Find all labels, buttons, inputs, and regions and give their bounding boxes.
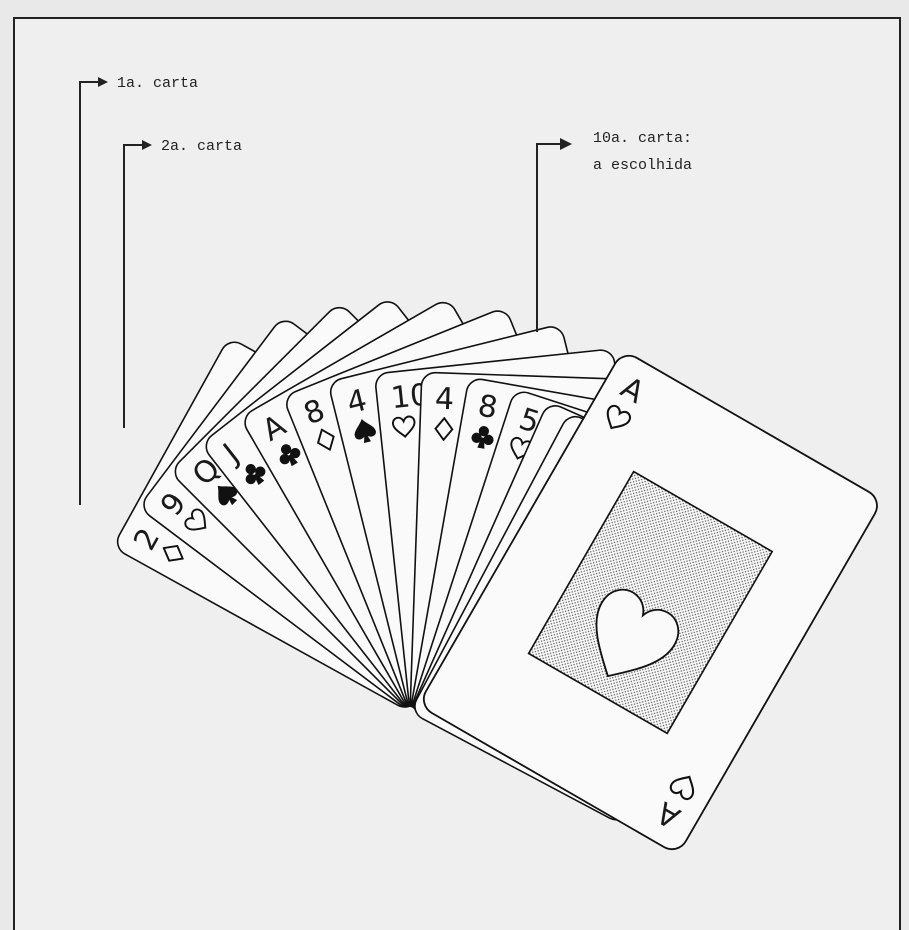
card-rank: 4 [434, 382, 454, 418]
label-tenth-card-line1: 10a. carta: [593, 130, 692, 147]
label-second-card: 2a. carta [161, 138, 242, 155]
label-first-card: 1a. carta [117, 75, 198, 92]
label-tenth-card-line2: a escolhida [593, 157, 692, 174]
